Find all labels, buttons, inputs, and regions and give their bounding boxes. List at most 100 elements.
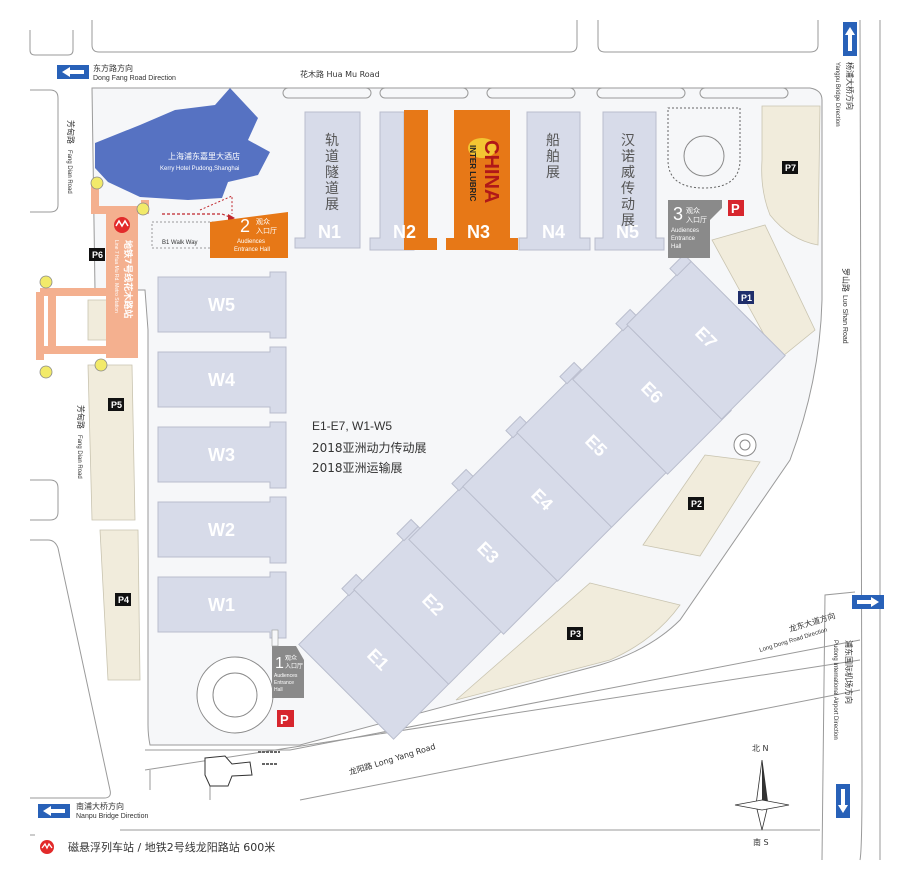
hall-n5-label: N5 xyxy=(616,222,639,242)
metro-name-cn: 地铁7号线花木路站 xyxy=(122,240,134,318)
entrance-1: 1 观众 入口厅 Audiences Entrance Hall xyxy=(272,646,304,698)
roundabout-east xyxy=(733,433,757,457)
metro-name-en: Line 7 Hua Mu Rd. Metro Station xyxy=(113,240,119,313)
logo-sub: INTER LUBRIC xyxy=(468,145,477,202)
hall-n1-label: N1 xyxy=(318,222,341,242)
hall-n2-orange xyxy=(404,110,437,250)
parking-p3: P3 xyxy=(567,627,583,640)
entrance-2: 2 观众 入口厅 Audiences Entrance Hall xyxy=(210,212,288,258)
svg-text:观众: 观众 xyxy=(686,207,700,215)
dashed-arena xyxy=(667,107,741,189)
svg-text:2018亚洲动力传动展: 2018亚洲动力传动展 xyxy=(312,440,427,455)
svg-text:1: 1 xyxy=(275,655,284,672)
arrow-right-icon xyxy=(857,597,879,607)
metro-tunnel-1 xyxy=(36,288,106,360)
svg-text:P5: P5 xyxy=(111,400,122,410)
hall-n2-label: N2 xyxy=(393,222,416,242)
svg-text:北 N: 北 N xyxy=(752,744,769,753)
parking-icon-east: P xyxy=(728,200,744,216)
pudong-airport-direction: 浦东国际机场方向 Pudong International Airport Di… xyxy=(832,640,854,818)
b1-walkway-line xyxy=(162,213,233,219)
svg-text:入口厅: 入口厅 xyxy=(256,227,277,235)
svg-text:Entrance: Entrance xyxy=(671,236,696,242)
svg-text:Nanpu Bridge Direction: Nanpu Bridge Direction xyxy=(76,813,148,820)
road-luo-shan-cn: 罗山路 xyxy=(841,268,851,292)
yangpu-direction: 杨浦大桥方向 Yangpu Bridge Direction xyxy=(834,22,857,127)
hua-mu-road-medians xyxy=(282,87,789,99)
svg-text:Hall: Hall xyxy=(671,244,681,250)
svg-text:Yangpu Bridge Direction: Yangpu Bridge Direction xyxy=(834,62,840,127)
svg-text:P3: P3 xyxy=(570,629,581,639)
svg-text:P4: P4 xyxy=(118,595,129,605)
svg-text:P: P xyxy=(731,201,740,216)
svg-text:2018亚洲运输展: 2018亚洲运输展 xyxy=(312,460,403,475)
hotel-building xyxy=(95,88,270,200)
road-fang-dian-en-2: Fang Dian Road xyxy=(76,435,82,479)
arrow-left-icon-2 xyxy=(43,806,65,816)
svg-text:E1-E7, W1-W5: E1-E7, W1-W5 xyxy=(312,419,392,433)
arena-circle xyxy=(683,135,725,177)
arrow-down-icon xyxy=(838,789,848,813)
north-hall-labels: N1 N2 N3 N4 N5 xyxy=(318,222,639,242)
footer-metro-icon xyxy=(40,840,54,854)
svg-text:P6: P6 xyxy=(92,250,103,260)
walkway-strip xyxy=(271,629,279,647)
hall-n5 xyxy=(594,111,665,251)
roundabout-south-inner xyxy=(212,672,258,718)
svg-text:P2: P2 xyxy=(691,499,702,509)
svg-text:Audiences: Audiences xyxy=(237,239,265,245)
svg-text:Audiences: Audiences xyxy=(274,673,298,679)
svg-text:观众: 观众 xyxy=(285,655,297,662)
road-fang-dian-cn-1: 芳甸路 xyxy=(66,120,76,144)
hall-n1 xyxy=(294,111,361,249)
svg-text:观众: 观众 xyxy=(256,218,270,226)
metro-exit-dots xyxy=(39,176,150,379)
parking-p4: P4 xyxy=(115,593,131,606)
parking-p5: P5 xyxy=(108,398,124,411)
svg-text:东方路方向: 东方路方向 xyxy=(93,63,133,73)
footer-text: 磁悬浮列车站 / 地铁2号线龙阳路站 600米 xyxy=(68,840,275,854)
dong-fang-direction: 东方路方向 Dong Fang Road Direction xyxy=(57,63,176,82)
hall-n3 xyxy=(446,110,518,250)
svg-text:入口厅: 入口厅 xyxy=(686,216,707,224)
parking-icon-south: P xyxy=(277,710,294,727)
road-luo-shan-en: Luo Shan Road xyxy=(841,295,848,344)
hotel-name-cn: 上海浦东嘉里大酒店 xyxy=(168,151,240,161)
arrow-up-icon xyxy=(845,27,855,51)
metro-station xyxy=(106,210,138,358)
parking-badges: P1 P2 P3 P4 P5 P6 P7 xyxy=(89,161,798,640)
svg-text:2: 2 xyxy=(240,216,250,236)
svg-text:龙东大道方向: 龙东大道方向 xyxy=(788,610,837,634)
hall-w2-label: W2 xyxy=(208,520,235,540)
compass-icon: 北 N 南 S xyxy=(734,744,790,847)
hall-n4 xyxy=(518,111,591,251)
east-halls xyxy=(298,253,786,740)
hall-n4-cn-label: 船舶展 xyxy=(546,133,560,181)
hall-n4-label: N4 xyxy=(542,222,565,242)
parking-p6: P6 xyxy=(89,248,105,261)
hall-w5-label: W5 xyxy=(208,295,235,315)
svg-text:P7: P7 xyxy=(785,163,796,173)
parking-p7: P7 xyxy=(782,161,798,174)
metro-logo-icon xyxy=(114,217,130,233)
b1-walkway-label: B1 Walk Way xyxy=(162,240,198,246)
svg-text:入口厅: 入口厅 xyxy=(285,663,303,670)
north-halls xyxy=(294,110,665,251)
arrow-left-icon xyxy=(62,67,84,77)
svg-text:南 S: 南 S xyxy=(753,837,769,847)
logo-main: CHINA xyxy=(480,140,502,203)
svg-text:Hall: Hall xyxy=(274,687,283,693)
hall-n1-cn-label: 轨道隧道展 xyxy=(325,133,339,213)
svg-text:Entrance Hall: Entrance Hall xyxy=(234,247,270,253)
nanpu-direction: 南浦大桥方向 Nanpu Bridge Direction xyxy=(38,801,148,820)
svg-text:Entrance: Entrance xyxy=(274,680,294,686)
event-info: E1-E7, W1-W5 2018亚洲动力传动展 2018亚洲运输展 xyxy=(312,419,427,475)
north-hall-cn-labels: 轨道隧道展 船舶展 汉诺威传动展 xyxy=(325,133,635,229)
svg-text:杨浦大桥方向: 杨浦大桥方向 xyxy=(845,62,855,110)
svg-text:Dong Fang Road Direction: Dong Fang Road Direction xyxy=(93,75,176,82)
svg-text:Pudong International Airport D: Pudong International Airport Direction xyxy=(832,640,838,740)
west-halls xyxy=(157,271,287,639)
hall-n5-cn-label: 汉诺威传动展 xyxy=(621,133,635,229)
parking-p1: P1 xyxy=(738,291,754,304)
